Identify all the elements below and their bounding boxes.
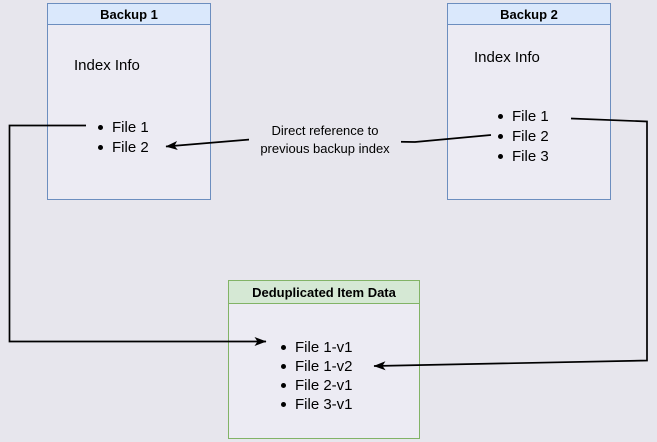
backup2-file-list: File 1 File 2 File 3: [498, 106, 549, 166]
bullet-icon: [498, 113, 503, 119]
list-item: File 2: [98, 137, 149, 157]
bullet-icon: [281, 402, 286, 407]
bullet-icon: [98, 144, 103, 150]
node-backup2-title: Backup 2: [448, 4, 610, 25]
bullet-icon: [281, 345, 286, 350]
bullet-icon: [98, 124, 103, 130]
file-label: File 1: [512, 107, 549, 125]
bullet-icon: [498, 153, 503, 159]
edge-annotation-line1: Direct reference to: [271, 123, 379, 138]
list-item: File 3-v1: [281, 395, 353, 414]
node-dedup-title: Deduplicated Item Data: [229, 281, 419, 304]
node-backup2: Backup 2 Index Info File 1 File 2 File 3: [447, 3, 611, 200]
file-label: File 2: [112, 138, 149, 156]
edge-annotation: Direct reference to previous backup inde…: [249, 122, 401, 158]
backup1-file-list: File 1 File 2: [98, 117, 149, 157]
node-backup1-subtitle: Index Info: [74, 57, 140, 74]
file-label: File 1-v1: [295, 339, 353, 356]
edge-annotation-line2: previous backup index: [260, 141, 390, 156]
file-label: File 2: [512, 127, 549, 145]
node-backup1: Backup 1 Index Info File 1 File 2: [47, 3, 211, 200]
file-label: File 3-v1: [295, 396, 353, 413]
file-label: File 2-v1: [295, 377, 353, 394]
node-backup1-title: Backup 1: [48, 4, 210, 25]
bullet-icon: [281, 383, 286, 388]
list-item: File 1-v2: [281, 357, 353, 376]
node-dedup: Deduplicated Item Data File 1-v1 File 1-…: [228, 280, 420, 439]
list-item: File 1: [498, 106, 549, 126]
file-label: File 3: [512, 147, 549, 165]
list-item: File 1: [98, 117, 149, 137]
list-item: File 3: [498, 146, 549, 166]
list-item: File 2: [498, 126, 549, 146]
dedup-file-list: File 1-v1 File 1-v2 File 2-v1 File 3-v1: [281, 338, 353, 414]
list-item: File 2-v1: [281, 376, 353, 395]
file-label: File 1-v2: [295, 358, 353, 375]
list-item: File 1-v1: [281, 338, 353, 357]
bullet-icon: [281, 364, 286, 369]
node-backup2-subtitle: Index Info: [474, 49, 540, 66]
bullet-icon: [498, 133, 503, 139]
file-label: File 1: [112, 118, 149, 136]
